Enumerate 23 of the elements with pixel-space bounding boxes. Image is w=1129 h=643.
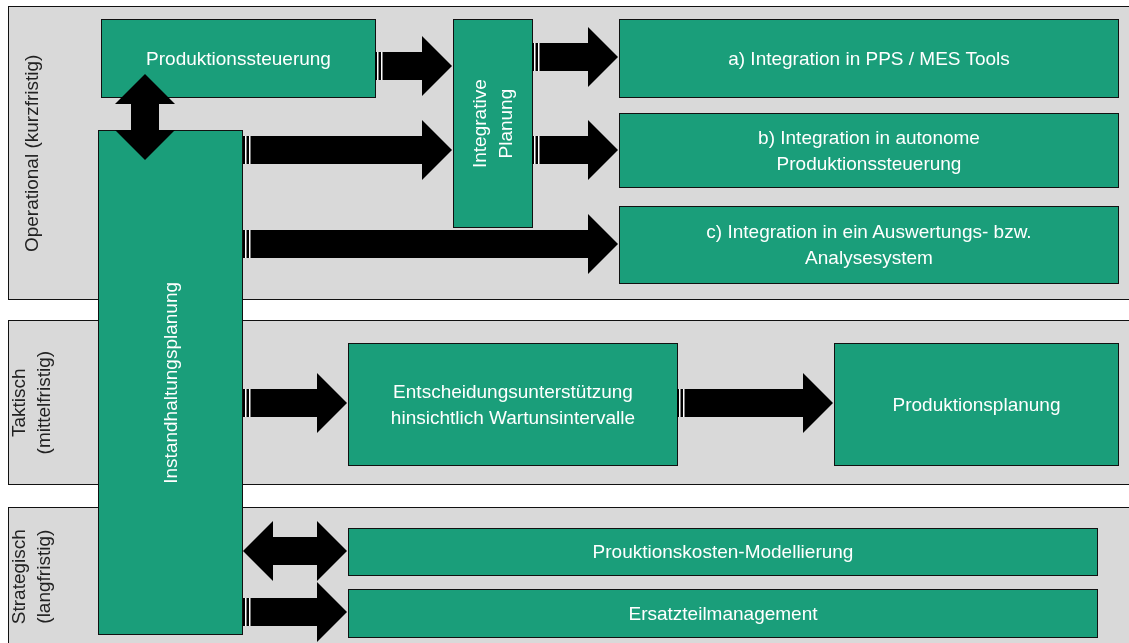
process-box [619, 113, 1119, 188]
band-label: Taktisch (mittelfristig) [7, 349, 55, 457]
box-label: Ersatzteilmanagement [627, 601, 819, 626]
process-box [101, 19, 376, 98]
process-box [98, 130, 243, 635]
process-box [619, 206, 1119, 284]
box-label: Instandhaltungsplanung [158, 280, 182, 486]
band-label: Strategisch (langfristig) [7, 528, 55, 627]
box-label: a) Integration in PPS / MES Tools [727, 46, 1011, 71]
process-box [619, 19, 1119, 98]
box-label: Produktionsplanung [891, 392, 1062, 417]
band-label: Operational (kurzfristig) [19, 53, 43, 254]
process-box [348, 589, 1098, 638]
box-label: c) Integration in ein Auswertungs- bzw. Analysesystem [705, 220, 1033, 270]
box-label: b) Integration in autonome Produktionssteuerung [757, 125, 981, 176]
process-box [834, 343, 1119, 466]
process-box [348, 528, 1098, 576]
box-label: Integrative Planung [468, 78, 517, 170]
process-box [348, 343, 678, 466]
process-box [453, 19, 533, 228]
box-label: Produktionssteuerung [145, 46, 332, 71]
box-label: Entscheidungsunterstützung hinsichtlich Wartunsintervalle [389, 379, 637, 430]
box-label: Prouktionskosten-Modellierung [591, 540, 855, 565]
